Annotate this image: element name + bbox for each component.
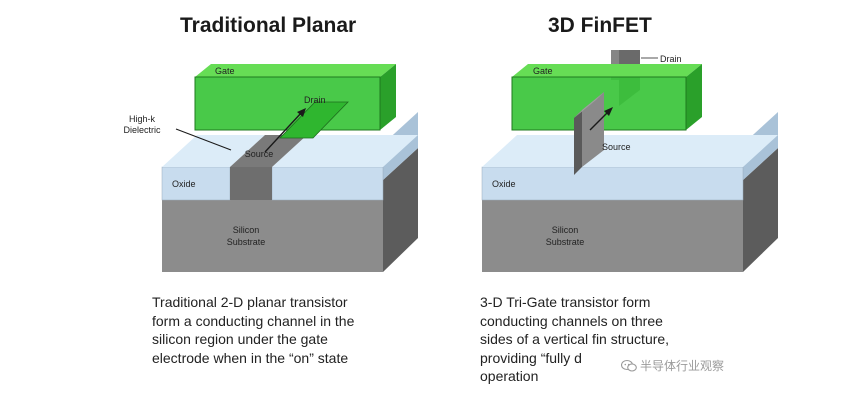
- title-3d-finfet: 3D FinFET: [548, 14, 652, 37]
- fin-front-top: [574, 92, 604, 118]
- caption-planar: Traditional 2-D planar transistor form a…: [152, 293, 354, 367]
- oxide-top-left: [162, 135, 265, 167]
- channel-arrowhead: [604, 107, 613, 116]
- substrate-side-face: [743, 148, 778, 272]
- caption-finfet: 3-D Tri-Gate transistor form conducting …: [480, 293, 669, 386]
- wechat-icon: [621, 359, 637, 372]
- channel-arrow: [264, 111, 303, 153]
- label-gate: Gate: [533, 66, 553, 76]
- watermark-text: 半导体行业观察: [640, 359, 725, 373]
- gate-side: [686, 64, 702, 130]
- channel-front: [230, 167, 272, 200]
- planar-transistor-diagram: Gate Drain Source High-k Dielectric Oxid…: [123, 64, 418, 272]
- label-substrate: Substrate: [227, 237, 266, 247]
- watermark: 半导体行业观察: [618, 356, 728, 375]
- caption-line: silicon region under the gate: [152, 331, 328, 347]
- label-dielectric: Dielectric: [123, 125, 161, 135]
- oxide-top-right: [272, 135, 418, 167]
- gate-top: [512, 64, 702, 77]
- label-oxide: Oxide: [172, 179, 196, 189]
- oxide-top: [482, 135, 778, 167]
- caption-line: electrode when in the “on” state: [152, 349, 349, 366]
- caption-line: 3-D Tri-Gate transistor form: [480, 294, 651, 310]
- label-source: Source: [602, 142, 631, 152]
- oxide-front-left: [161, 166, 231, 201]
- caption-line: sides of a vertical fin structure,: [480, 331, 670, 347]
- caption-line: conducting channels on three: [480, 312, 663, 329]
- label-high-k: High-k: [129, 114, 156, 124]
- label-silicon: Silicon: [233, 225, 260, 235]
- channel-arrow: [589, 110, 610, 131]
- label-source: Source: [245, 149, 274, 159]
- caption-line: providing “fully d: [480, 349, 582, 366]
- label-drain: Drain: [304, 95, 326, 105]
- oxide-front-right: [271, 166, 384, 201]
- label-gate: Gate: [215, 66, 235, 76]
- caption-line: operation: [480, 368, 539, 384]
- finfet-transistor-diagram: Gate Drain Source Oxide Silicon Substrat…: [481, 50, 778, 272]
- fin-front-face: [582, 92, 604, 167]
- caption-line: form a conducting channel in the: [152, 312, 355, 329]
- gate-top: [195, 64, 396, 77]
- label-substrate: Substrate: [546, 237, 585, 247]
- channel-top: [230, 135, 307, 167]
- fin-front-side: [574, 110, 582, 175]
- title-traditional-planar: Traditional Planar: [180, 14, 357, 37]
- substrate-side-face: [383, 148, 418, 272]
- channel-arrowhead: [297, 108, 306, 117]
- label-drain: Drain: [660, 54, 682, 64]
- label-silicon: Silicon: [552, 225, 579, 235]
- dielectric-leader: [175, 128, 232, 151]
- gate-front: [195, 77, 380, 130]
- gate-side: [380, 64, 396, 130]
- caption-line: Traditional 2-D planar transistor: [152, 294, 348, 310]
- oxide-front: [481, 166, 744, 201]
- label-oxide: Oxide: [492, 179, 516, 189]
